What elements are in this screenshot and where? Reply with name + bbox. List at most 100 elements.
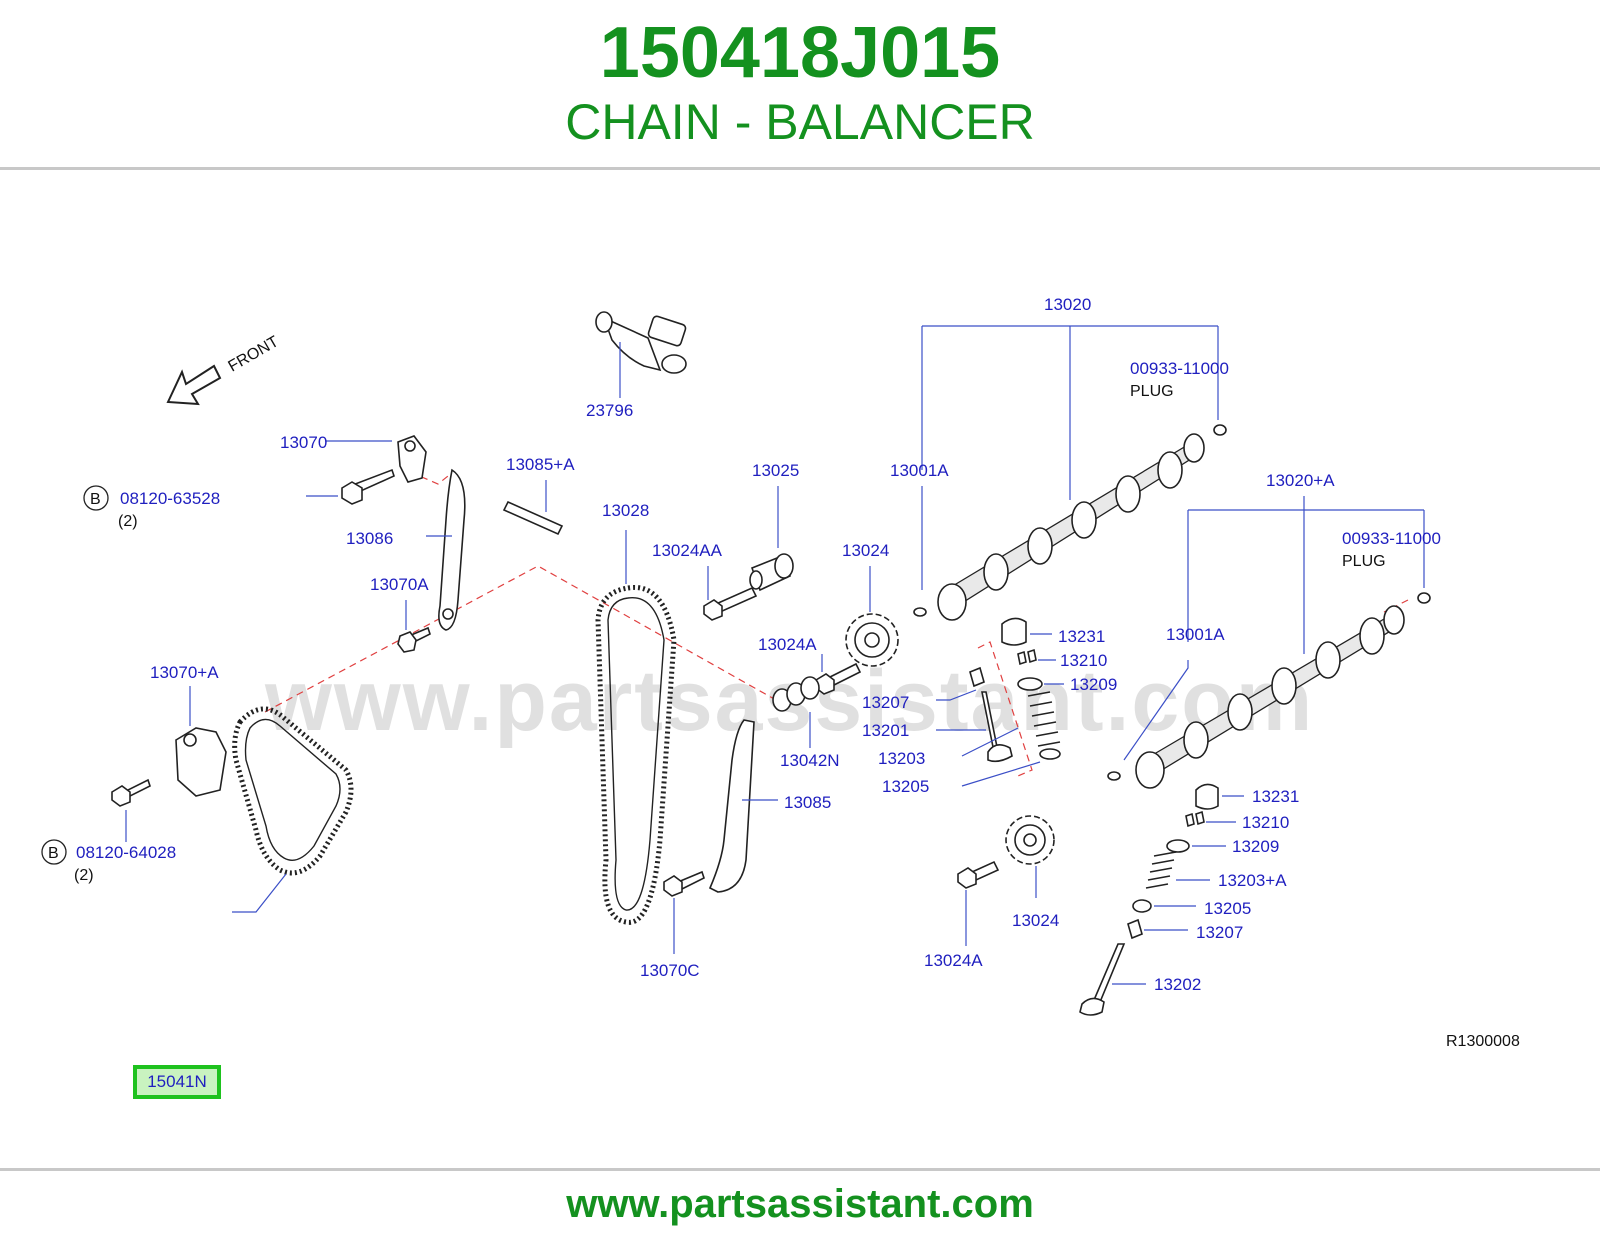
callout-13210-lower: 13210 — [1242, 813, 1289, 832]
chain-tensioner-upper — [397, 435, 427, 483]
callout-08120-64028: 08120-64028 — [76, 843, 176, 862]
bolt-mark-circle — [41, 839, 67, 865]
callout-13020+A: 13020+A — [1266, 471, 1335, 490]
callout-08120-63528: 08120-63528 — [120, 489, 220, 508]
callout-13024-lower: 13024 — [1012, 911, 1059, 930]
valve-spring-lower — [1145, 851, 1177, 889]
plug-lower — [1417, 592, 1431, 604]
header-divider — [0, 167, 1600, 170]
callout-13024-upper: 13024 — [842, 541, 889, 560]
leader-line — [232, 873, 287, 913]
callout-00933-11000-lower: 00933-11000 — [1342, 529, 1441, 548]
tension-guide — [708, 719, 755, 893]
callout-13210-upper: 13210 — [1060, 651, 1107, 670]
leader-line — [1187, 496, 1425, 654]
exhaust-valve — [1079, 943, 1126, 1016]
part-name-subtitle: CHAIN - BALANCER — [565, 94, 1035, 150]
footer-divider — [0, 1168, 1600, 1171]
callout-13231-upper: 13231 — [1058, 627, 1105, 646]
diagram-reference-code: R1300008 — [1446, 1033, 1520, 1050]
callout-13085: 13085 — [784, 793, 831, 812]
callout-13024A-lower: 13024A — [924, 951, 983, 970]
callout-13203+A: 13203+A — [1218, 871, 1287, 890]
camshaft-bolt-lower — [957, 860, 1000, 889]
callout-13024A-mid: 13024A — [758, 635, 817, 654]
balancer-chain — [232, 706, 354, 876]
front-label: FRONT — [226, 333, 282, 375]
cam-position-sensor — [595, 311, 687, 374]
camshaft-lower — [1135, 605, 1405, 789]
valve-collet-lower — [1185, 810, 1205, 828]
callout-13001A-upper: 13001A — [890, 461, 949, 480]
callout-13209-upper: 13209 — [1070, 675, 1117, 694]
callout-13070A: 13070A — [370, 575, 429, 594]
bolt-lower — [111, 778, 151, 807]
callout-13070: 13070 — [280, 433, 327, 452]
washer-set — [772, 676, 820, 712]
alignment-line — [977, 641, 1033, 777]
dowel-pin-upper — [913, 607, 927, 617]
valve-retainer-upper — [1017, 677, 1043, 691]
part-number-title: 150418J015 — [599, 13, 1001, 93]
valve-retainer-lower — [1166, 839, 1190, 853]
header: 150418J015 CHAIN - BALANCER — [0, 0, 1600, 168]
valve-lifter-upper — [1001, 617, 1027, 646]
bolt-mark-circle — [83, 485, 109, 511]
slack-guide — [438, 468, 466, 631]
plug-upper-label: PLUG — [1130, 383, 1174, 400]
callout-13028: 13028 — [602, 501, 649, 520]
callout-13070+A: 13070+A — [150, 663, 219, 682]
bolt-lower-mark: B — [48, 845, 59, 862]
camshaft-bolt-mid — [815, 662, 862, 695]
callout-13086: 13086 — [346, 529, 393, 548]
plug-lower-label: PLUG — [1342, 553, 1386, 570]
dowel-pin-lower — [1107, 771, 1121, 781]
pivot-bolt — [397, 626, 431, 653]
callout-13024AA: 13024AA — [652, 541, 723, 560]
callout-13020: 13020 — [1044, 295, 1091, 314]
valve-collet-upper — [1017, 648, 1037, 666]
parts-diagram: www.partsassistant.com FRONT 23796 13070… — [0, 170, 1600, 1165]
leader-line — [936, 689, 977, 701]
callout-13207-upper: 13207 — [862, 693, 909, 712]
camshaft-sleeve — [749, 553, 794, 592]
valve-seat-upper — [1039, 748, 1061, 760]
valve-seat-lower — [1132, 899, 1152, 913]
highlighted-part-label: 15041N — [147, 1072, 207, 1091]
highlighted-part-callout[interactable]: 15041N — [133, 1065, 221, 1099]
chain-tensioner-lower — [175, 727, 227, 797]
timing-chain — [595, 584, 677, 925]
intake-valve — [981, 691, 1013, 763]
bolt-upper — [341, 468, 395, 505]
callout-13201: 13201 — [862, 721, 909, 740]
bolt-upper-qty: (2) — [118, 513, 138, 530]
valve-lifter-lower — [1195, 783, 1219, 810]
leader-line — [1123, 660, 1189, 761]
camshaft-bolt-upper — [703, 586, 758, 621]
callout-13205-upper: 13205 — [882, 777, 929, 796]
valve-spring-upper — [1027, 691, 1061, 747]
callout-13231-lower: 13231 — [1252, 787, 1299, 806]
callout-13070C: 13070C — [640, 961, 700, 980]
callout-13085+A: 13085+A — [506, 455, 575, 474]
plug-upper — [1213, 424, 1227, 436]
guide-bolt — [663, 870, 705, 897]
leader-line — [961, 761, 1041, 787]
valve-seal-lower — [1127, 918, 1143, 940]
alignment-line — [409, 471, 449, 485]
callout-00933-11000-upper: 00933-11000 — [1130, 359, 1229, 378]
footer-website-link[interactable]: www.partsassistant.com — [566, 1182, 1034, 1226]
callout-23796: 23796 — [586, 401, 633, 420]
leader-line — [961, 727, 1019, 757]
callout-13202: 13202 — [1154, 975, 1201, 994]
callout-13207-lower: 13207 — [1196, 923, 1243, 942]
camshaft-upper — [937, 433, 1205, 621]
parts-diagram-canvas: www.partsassistant.com FRONT 23796 13070… — [41, 295, 1520, 1050]
front-arrow-icon — [166, 364, 222, 406]
callout-13001A-lower: 13001A — [1166, 625, 1225, 644]
bolt-lower-qty: (2) — [74, 867, 94, 884]
camshaft-sprocket-lower — [1005, 815, 1055, 865]
callout-13025: 13025 — [752, 461, 799, 480]
valve-seal-upper — [969, 666, 985, 688]
callout-13209-lower: 13209 — [1232, 837, 1279, 856]
